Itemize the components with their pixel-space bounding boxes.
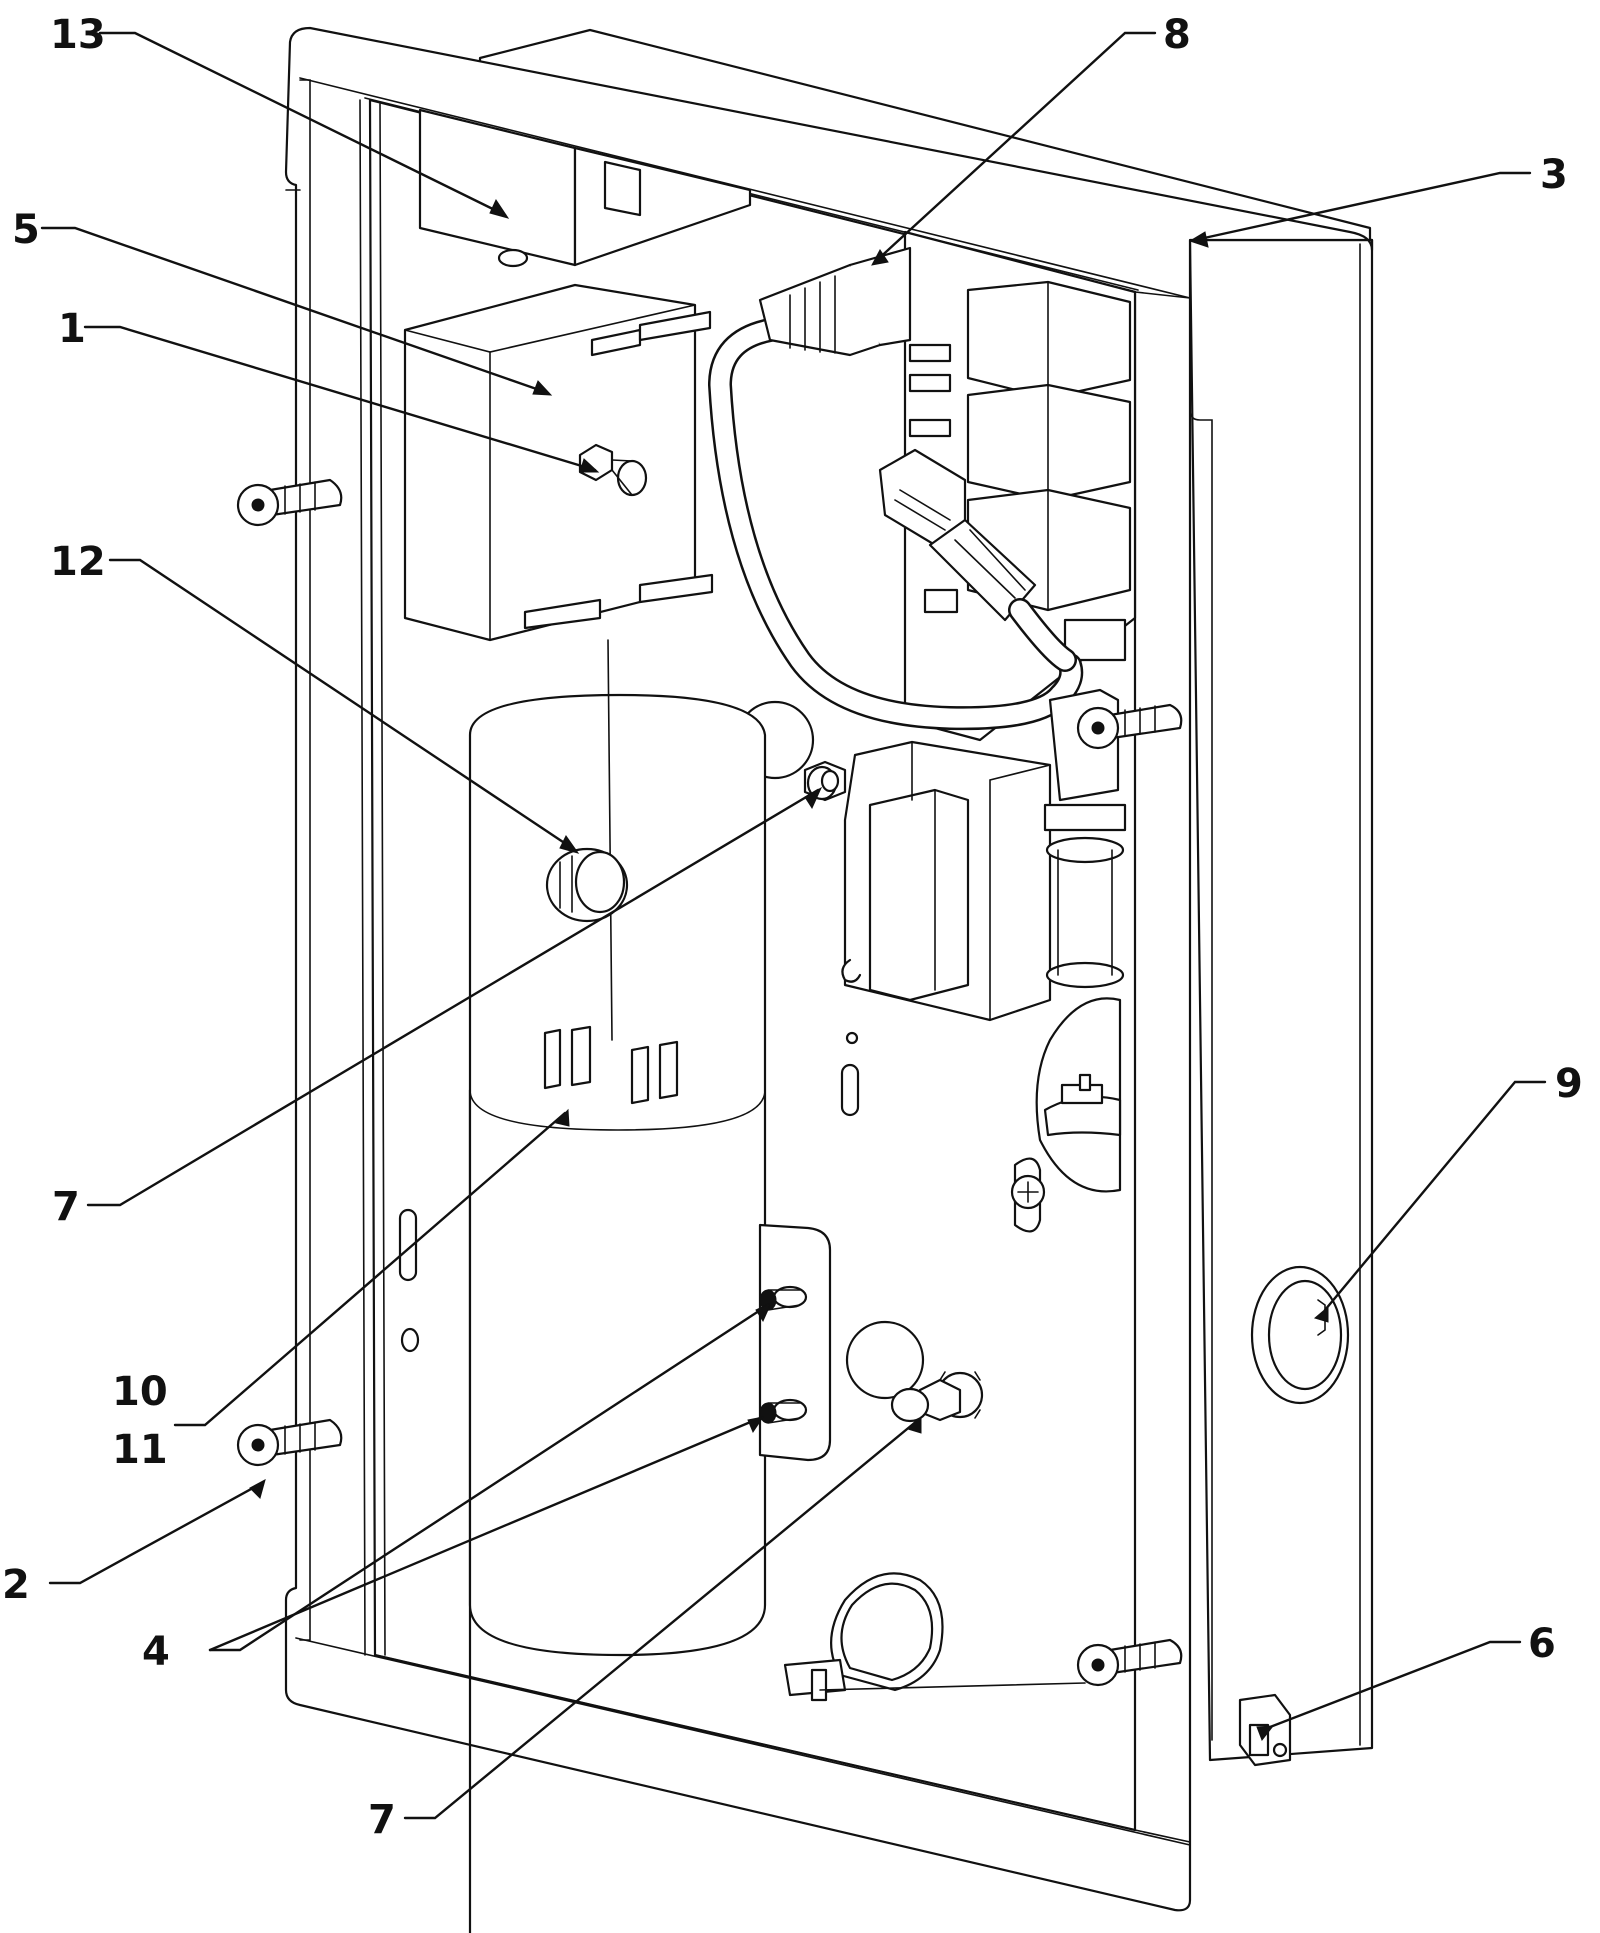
leader-lines (40, 31, 1547, 1820)
label-1: 1 (58, 306, 86, 352)
relay-block (418, 108, 752, 268)
label-11: 11 (112, 1427, 168, 1473)
label-6: 6 (1528, 1621, 1556, 1667)
label-5: 5 (12, 207, 40, 253)
control-module (403, 283, 714, 642)
circuit-board (903, 230, 1137, 742)
screw-top-left (236, 478, 343, 527)
panel-slots (398, 1031, 1046, 1353)
screw-bottom-left (236, 1418, 343, 1467)
label-2: 2 (2, 1562, 30, 1608)
arrow-heads (249, 198, 1329, 1742)
side-knockout (1250, 1265, 1350, 1405)
label-13: 13 (50, 12, 106, 58)
label-3: 3 (1540, 152, 1568, 198)
label-4: 4 (142, 1629, 170, 1675)
transformer (841, 740, 1052, 1022)
capacitor (468, 693, 832, 1933)
part-labels: 13 8 3 5 1 12 9 7 10 11 2 4 6 7 (2, 12, 1583, 1843)
cable-tie (783, 1572, 1086, 1702)
knockouts (735, 700, 1122, 1400)
nut-lower (890, 1371, 984, 1423)
fuse-holder (1043, 688, 1127, 989)
screw-right-bottom (1076, 1638, 1183, 1687)
label-9: 9 (1555, 1061, 1583, 1107)
label-12: 12 (50, 539, 106, 585)
label-7-lower: 7 (368, 1797, 396, 1843)
screw-right-top (1076, 703, 1183, 750)
label-8: 8 (1163, 12, 1191, 58)
label-10: 10 (112, 1369, 168, 1415)
label-7-upper: 7 (52, 1184, 80, 1230)
grommet (545, 847, 629, 923)
